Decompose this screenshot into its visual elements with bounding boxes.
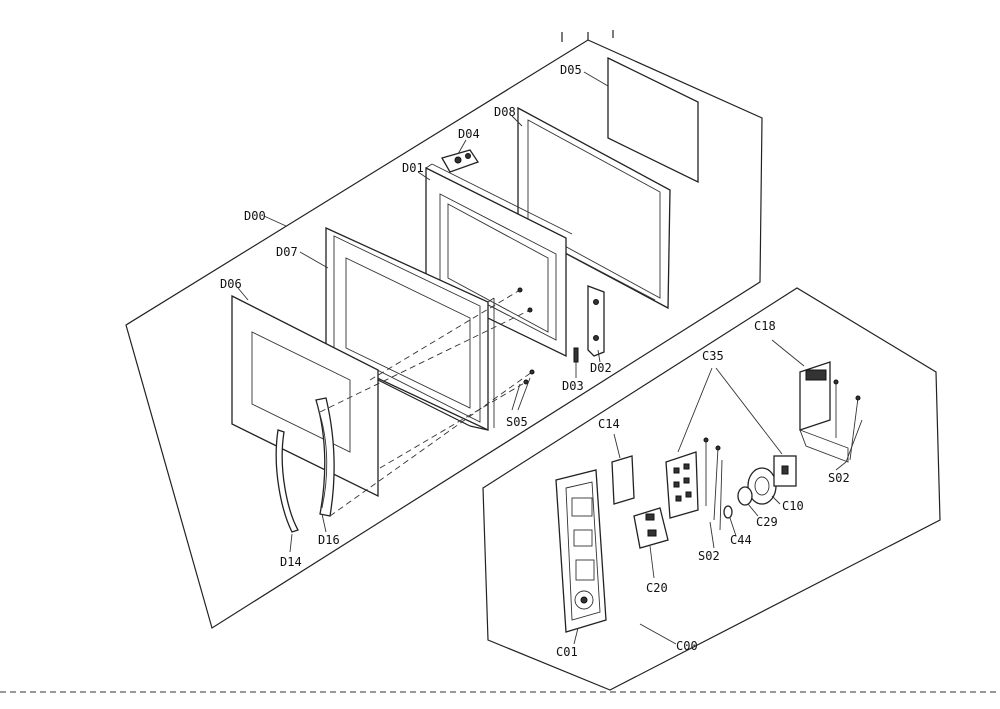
label-c14: C14: [598, 417, 620, 431]
label-c29: C29: [756, 515, 778, 529]
c20-switch-block: [633, 507, 669, 549]
top-marks: [561, 30, 614, 42]
door-assembly-boundary: [125, 39, 763, 629]
c10-knob: [747, 455, 797, 505]
label-s02-right: S02: [828, 471, 850, 485]
c44-washer: [723, 505, 733, 519]
d02-hook: [587, 285, 605, 357]
c18-module: [799, 361, 849, 463]
label-d01: D01: [402, 161, 424, 175]
c01-control-panel: [555, 469, 607, 633]
control-panel-assembly-boundary: [482, 287, 941, 691]
label-c35: C35: [702, 349, 724, 363]
leader-lines: [237, 71, 847, 645]
d03-spring: [573, 347, 579, 363]
s02-screws: [703, 379, 863, 531]
c35-board: [665, 451, 699, 519]
label-d02: D02: [590, 361, 612, 375]
part-labels: D05 D08 D04 D01 D00 D07 D06 D02 D03 S05 …: [220, 63, 850, 659]
label-d14: D14: [280, 555, 302, 569]
d04-latch: [441, 149, 480, 173]
label-c44: C44: [730, 533, 752, 547]
label-d08: D08: [494, 105, 516, 119]
d05-sheet: [607, 56, 699, 184]
label-d00: D00: [244, 209, 266, 223]
c14-plate: [611, 455, 635, 505]
label-c00: C00: [676, 639, 698, 653]
label-d05: D05: [560, 63, 582, 77]
label-c18: C18: [754, 319, 776, 333]
label-d16: D16: [318, 533, 340, 547]
s05-screws: [319, 287, 535, 517]
label-d04: D04: [458, 127, 480, 141]
d07-door-frame: [325, 226, 495, 432]
label-d06: D06: [220, 277, 242, 291]
label-d03: D03: [562, 379, 584, 393]
label-c10: C10: [782, 499, 804, 513]
d06-door-panel: [231, 294, 379, 498]
label-s02-left: S02: [698, 549, 720, 563]
label-c01: C01: [556, 645, 578, 659]
label-c20: C20: [646, 581, 668, 595]
label-s05: S05: [506, 415, 528, 429]
c29-ring: [737, 486, 753, 506]
label-d07: D07: [276, 245, 298, 259]
